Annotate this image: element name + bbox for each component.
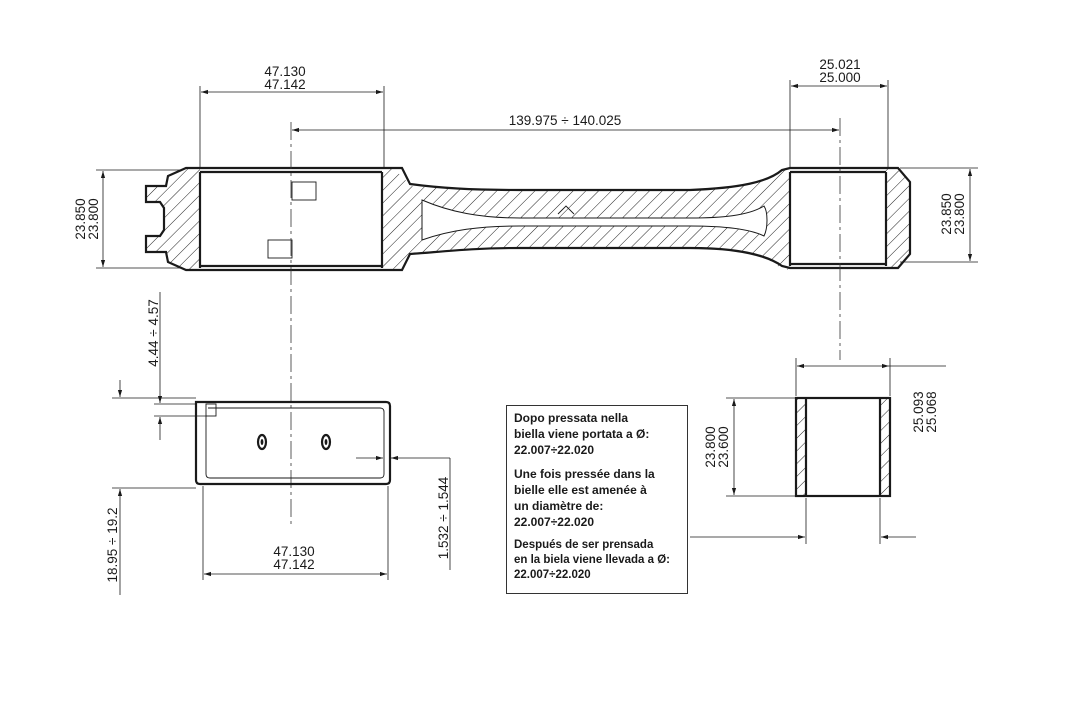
note-spanish: Después de ser prensada en la biela vien…	[514, 539, 670, 581]
bushing-section-view	[794, 396, 892, 498]
dimension-bushing-inner-diameter	[690, 498, 916, 544]
dimension-big-end-width: 47.130 47.142	[199, 64, 385, 168]
dimension-small-end-height: 23.850 23.800	[900, 167, 978, 263]
dim-big-end-height-upper: 23.850	[73, 198, 88, 239]
dimension-center-distance: 139.975 ÷ 140.025	[292, 113, 839, 133]
dimension-bushing-outer-diameter: 25.093 25.068	[795, 358, 946, 433]
dimension-cap-height: 18.95 ÷ 19.2	[105, 380, 196, 595]
cap-section-view	[194, 400, 392, 486]
dim-big-end-width-lower: 47.142	[264, 77, 305, 92]
dimension-cap-gap: 1.532 ÷ 1.544	[356, 455, 451, 570]
dimension-cap-offset: 4.44 ÷ 4.57	[146, 292, 206, 440]
dim-small-end-height-lower: 23.800	[952, 193, 967, 234]
dim-center-distance: 139.975 ÷ 140.025	[509, 113, 622, 128]
dim-cap-width-upper: 47.130	[273, 544, 314, 559]
connecting-rod-side-view	[144, 166, 912, 272]
note-french: Une fois pressée dans la bielle elle est…	[514, 467, 655, 529]
dim-cap-total-height: 18.95 ÷ 19.2	[105, 508, 120, 583]
dim-cap-offset: 4.44 ÷ 4.57	[146, 299, 161, 366]
dim-bushing-height-upper: 23.800	[703, 426, 718, 467]
dim-small-end-width-upper: 25.021	[819, 57, 860, 72]
note-italian: Dopo pressata nella biella viene portata…	[514, 411, 650, 457]
dim-bushing-diameter-lower: 25.068	[924, 391, 939, 432]
dim-small-end-height-upper: 23.850	[939, 193, 954, 234]
dim-small-end-width-lower: 25.000	[819, 70, 860, 85]
dim-big-end-width-upper: 47.130	[264, 64, 305, 79]
dim-bushing-diameter-upper: 25.093	[911, 391, 926, 432]
dimension-big-end-height: 23.850 23.800	[73, 169, 180, 269]
bushing-note-box: Dopo pressata nella biella viene portata…	[506, 405, 688, 594]
dim-bushing-height-lower: 23.600	[716, 426, 731, 467]
dim-big-end-height-lower: 23.800	[86, 198, 101, 239]
dimension-small-end-width: 25.021 25.000	[789, 57, 889, 168]
dimension-bushing-height: 23.800 23.600	[703, 397, 796, 497]
dim-cap-width-lower: 47.142	[273, 557, 314, 572]
dimension-cap-width: 47.130 47.142	[202, 486, 389, 580]
dim-cap-gap: 1.532 ÷ 1.544	[436, 476, 451, 559]
